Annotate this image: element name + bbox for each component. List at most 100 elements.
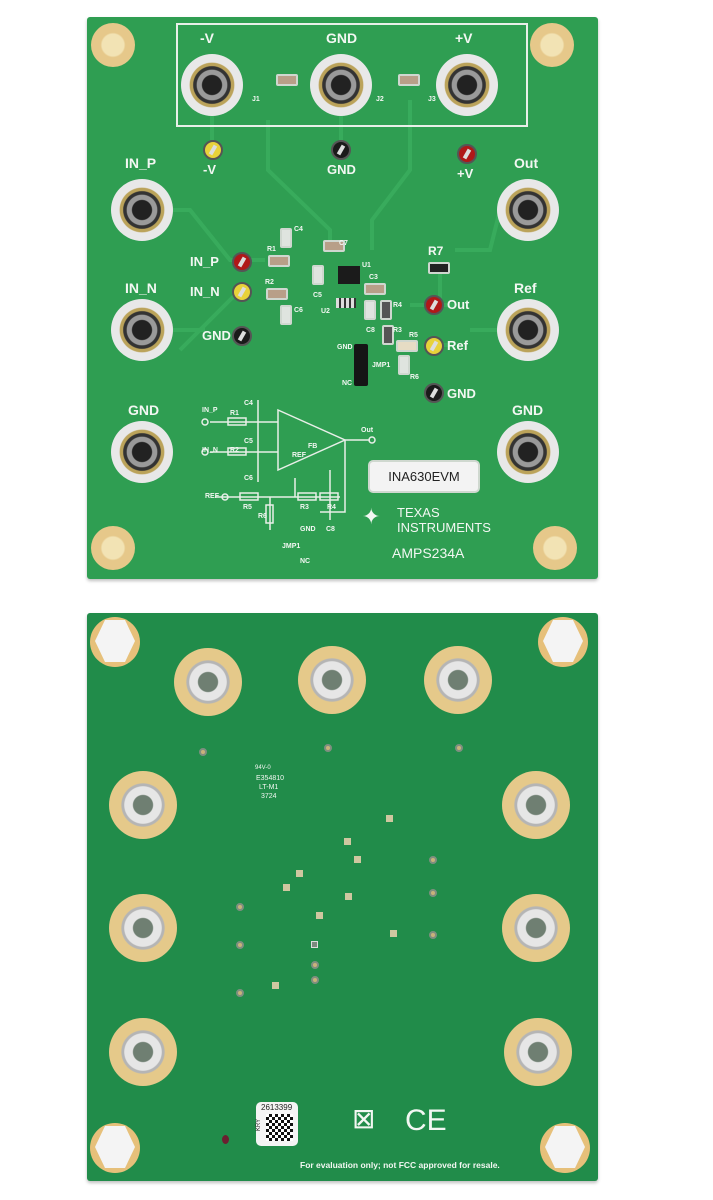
testpoint-neg-v[interactable] — [203, 140, 223, 160]
datamatrix-code — [266, 1114, 293, 1141]
resistor-r6 — [398, 355, 410, 375]
jack-gnd-left[interactable] — [111, 421, 173, 483]
resistor-r4 — [380, 300, 392, 320]
label-gnd: GND — [326, 30, 358, 46]
jack-gnd-right[interactable] — [497, 421, 559, 483]
tp-label-neg-v: -V — [203, 162, 216, 177]
via — [199, 748, 207, 756]
schematic-drawing — [201, 400, 376, 530]
capacitor-c7 — [323, 240, 345, 252]
testpoint-gnd-left[interactable] — [232, 326, 252, 346]
testpoint-gnd-right[interactable] — [424, 383, 444, 403]
sch-ref-pin: REF — [292, 452, 306, 459]
jack-ref[interactable] — [497, 299, 559, 361]
resistor-r5 — [396, 340, 418, 352]
sch-fb: FB — [308, 443, 318, 450]
refdes-u2: U2 — [321, 308, 330, 315]
via — [429, 931, 437, 939]
jack-solder-pad — [109, 771, 177, 839]
refdes-j2: J2 — [376, 96, 384, 103]
jack-out[interactable] — [497, 179, 559, 241]
sch-out: Out — [361, 427, 374, 434]
disclaimer-text: For evaluation only; not FCC approved fo… — [300, 1160, 500, 1170]
jack-pos-v[interactable] — [436, 54, 498, 116]
sch-ref: REF — [205, 493, 219, 500]
label-gnd-left: GND — [128, 402, 160, 418]
testpoint-gnd[interactable] — [331, 140, 351, 160]
refdes-c8: C8 — [366, 327, 375, 334]
pad — [354, 856, 361, 863]
tp-label-in-p: IN_P — [190, 254, 219, 269]
jumper-jmp1[interactable] — [354, 344, 368, 386]
serial-prefix: KRY — [256, 1118, 263, 1132]
jack-solder-pad — [109, 894, 177, 962]
r3-symbol — [297, 492, 317, 501]
refdes-jmp1: JMP1 — [372, 362, 391, 369]
capacitor-c3 — [364, 283, 386, 295]
capacitor-c4 — [280, 228, 292, 248]
mark-dot — [222, 1135, 229, 1144]
capacitor-c1 — [276, 74, 298, 86]
hex-standoff — [540, 1123, 590, 1173]
via — [236, 989, 244, 997]
jack-in-p[interactable] — [111, 179, 173, 241]
sch-r4: R4 — [327, 504, 336, 511]
r1-symbol — [227, 417, 247, 426]
via — [324, 744, 332, 752]
pad — [345, 893, 352, 900]
label-ref: Ref — [514, 280, 537, 296]
ic-u1 — [338, 266, 360, 284]
sch-gnd: GND — [300, 526, 316, 533]
sch-r1: R1 — [230, 410, 239, 417]
label-neg-v: -V — [200, 30, 214, 46]
hex-standoff — [538, 617, 588, 667]
via — [311, 961, 319, 969]
board-id: AMPS234A — [392, 545, 465, 561]
resistor-r3 — [382, 325, 394, 345]
r6-symbol — [265, 504, 274, 524]
hex-standoff — [90, 617, 140, 667]
trace — [170, 208, 265, 262]
capacitor-c8 — [364, 300, 376, 320]
tp-label-gnd-left: GND — [202, 328, 231, 343]
via — [429, 856, 437, 864]
label-in-p: IN_P — [125, 155, 157, 171]
via — [455, 744, 463, 752]
pad — [272, 982, 279, 989]
refdes-r4: R4 — [393, 302, 402, 309]
label-pos-v: +V — [455, 30, 473, 46]
tp-label-in-n: IN_N — [190, 284, 220, 299]
testpoint-out[interactable] — [424, 295, 444, 315]
sch-r3: R3 — [300, 504, 309, 511]
weee-bin-icon: ⊠ — [352, 1103, 376, 1134]
tp-label-gnd-right: GND — [447, 386, 476, 401]
testpoint-pos-v[interactable] — [457, 144, 477, 164]
ce-mark: CE — [405, 1104, 447, 1137]
refdes-c4: C4 — [294, 226, 303, 233]
sch-c8: C8 — [326, 526, 335, 533]
refdes-j3: J3 — [428, 96, 436, 103]
tp-label-gnd: GND — [327, 162, 356, 177]
jack-neg-v[interactable] — [181, 54, 243, 116]
resistor-r7 — [428, 262, 450, 274]
jack-solder-pad — [504, 1018, 572, 1086]
sch-nc: NC — [300, 558, 311, 565]
testpoint-ref[interactable] — [424, 336, 444, 356]
refdes-jmp-gnd: GND — [337, 344, 353, 351]
ul-mark: 94V-0 — [255, 765, 271, 771]
jack-in-n[interactable] — [111, 299, 173, 361]
ul-code: E354810 — [256, 775, 285, 782]
tp-label-ref: Ref — [447, 338, 468, 353]
testpoint-in-n[interactable] — [232, 282, 252, 302]
testpoint-in-p[interactable] — [232, 252, 252, 272]
standoff — [91, 23, 135, 67]
date-code: 3724 — [261, 793, 277, 800]
r5-symbol — [239, 492, 259, 501]
standoff — [91, 526, 135, 570]
sch-in-p: IN_P — [202, 407, 218, 414]
refdes-jmp-nc: NC — [342, 380, 353, 387]
standoff — [533, 526, 577, 570]
jack-gnd[interactable] — [310, 54, 372, 116]
hex-standoff — [90, 1123, 140, 1173]
trace — [210, 115, 332, 250]
